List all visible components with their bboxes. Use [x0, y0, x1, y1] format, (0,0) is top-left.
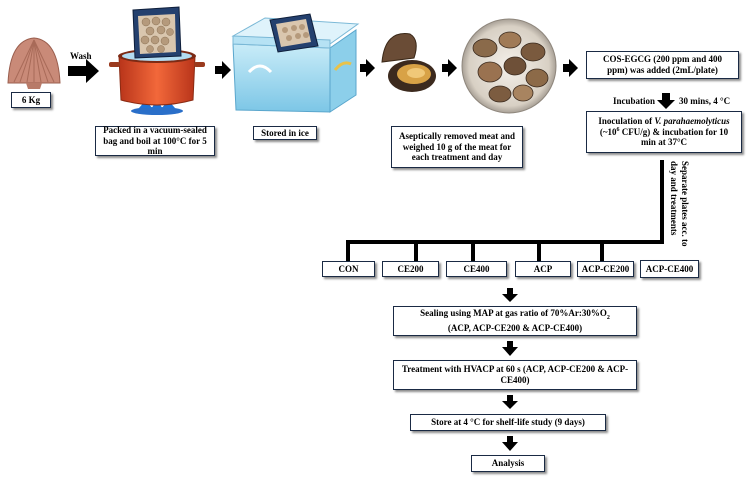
- separate-connector: [660, 160, 664, 242]
- separate-plates-label: Separate plates acc. to day and treatmen…: [668, 161, 690, 246]
- incubation-cond-label: 30 mins, 4 °C: [679, 96, 731, 106]
- weight-text: 6 Kg: [21, 94, 41, 105]
- inoc-line2b: CFU/g) & incubation for 10: [619, 126, 729, 137]
- treatment-acp-text: ACP: [533, 263, 553, 274]
- treatment-con-text: CON: [338, 263, 359, 274]
- inoc-line2a: (~10: [599, 126, 617, 137]
- meat-text: Aseptically removed meat and weighed 10 …: [398, 130, 516, 163]
- inoc-exp: 6: [616, 126, 620, 133]
- hvacp-text: Treatment with HVACP at 60 s (ACP, ACP-C…: [401, 364, 629, 385]
- opened-scallop-icon: [381, 33, 436, 92]
- incubation-arrow: [657, 93, 675, 109]
- treatment-acp-ce400-text: ACP-CE400: [645, 263, 694, 274]
- cos-line2: ppm) was added (2mL/plate): [607, 65, 718, 75]
- store-text: Store at 4 °C for shelf-life study (9 da…: [431, 417, 585, 428]
- cos-egcg-box: COS-EGCG (200 ppm and 400 ppm) was added…: [586, 51, 739, 79]
- treatment-ce200: CE200: [382, 261, 439, 277]
- cos-line1: COS-EGCG (200 ppm and 400: [602, 54, 723, 65]
- incubation-label: Incubation: [613, 96, 656, 106]
- separate-line1: Separate plates acc. to: [680, 161, 690, 247]
- weight-box: 6 Kg: [11, 92, 51, 108]
- arrow-3: [360, 59, 375, 77]
- inoc-species: V. parahaemolyticus: [654, 115, 730, 126]
- meat-box: Aseptically removed meat and weighed 10 …: [391, 126, 523, 168]
- arrow-2: [215, 61, 231, 79]
- treatment-acp-ce400: ACP-CE400: [640, 260, 699, 278]
- inoc-line2: (~106 CFU/g) & incubation for 10: [600, 127, 728, 138]
- arrow-to-hvacp: [502, 341, 518, 356]
- arrow-to-seal: [502, 288, 518, 302]
- treatment-con: CON: [322, 261, 375, 277]
- treatment-ce400: CE400: [446, 261, 507, 277]
- wash-arrow: [68, 59, 99, 83]
- vacuum-bag-icon: [132, 6, 182, 59]
- cooking-pot-icon: [109, 49, 205, 115]
- inoc-line1: Inoculation of V. parahaemolyticus: [598, 116, 729, 127]
- seal-line2: (ACP, ACP-CE200 & ACP-CE400): [447, 322, 583, 333]
- arrow-5: [563, 59, 578, 77]
- seal-sub: 2: [606, 315, 610, 322]
- boil-box: Packed in a vacuum-sealed bag and boil a…: [95, 124, 215, 157]
- branch-drops: [346, 240, 604, 261]
- inoc-pre: Inoculation of: [598, 115, 655, 126]
- inoc-line3: min at 37°C: [640, 137, 688, 148]
- treatment-acp-ce200: ACP-CE200: [577, 261, 634, 277]
- meat-plate-icon: [461, 18, 557, 114]
- analysis-text: Analysis: [491, 458, 525, 469]
- arrow-4: [442, 59, 457, 77]
- analysis-box: Analysis: [471, 455, 545, 472]
- treatment-ce400-text: CE400: [463, 263, 490, 274]
- seal-line1: Sealing using MAP at gas ratio of 70%Ar:…: [420, 308, 610, 322]
- inoculation-box: Inoculation of V. parahaemolyticus (~106…: [586, 111, 742, 153]
- ice-cooler-icon: [231, 13, 360, 113]
- arrow-to-store: [502, 395, 518, 409]
- wash-label: Wash: [70, 51, 92, 61]
- treatment-acp: ACP: [515, 261, 571, 277]
- ice-box: Stored in ice: [253, 126, 317, 140]
- hvacp-box: Treatment with HVACP at 60 s (ACP, ACP-C…: [393, 360, 637, 390]
- store-box: Store at 4 °C for shelf-life study (9 da…: [410, 414, 606, 431]
- treatment-acp-ce200-text: ACP-CE200: [581, 263, 630, 274]
- ice-text: Stored in ice: [261, 127, 309, 138]
- seal-line1a: Sealing using MAP at gas ratio of 70%Ar:…: [420, 308, 607, 319]
- sealing-box: Sealing using MAP at gas ratio of 70%Ar:…: [393, 306, 637, 336]
- boil-text: Packed in a vacuum-sealed bag and boil a…: [103, 124, 207, 157]
- separate-line2: day and treatments: [669, 161, 680, 236]
- branch-bar: [346, 240, 664, 244]
- treatment-ce200-text: CE200: [397, 263, 424, 274]
- scallop-shell-icon: [7, 37, 61, 89]
- arrow-to-analysis: [502, 436, 518, 451]
